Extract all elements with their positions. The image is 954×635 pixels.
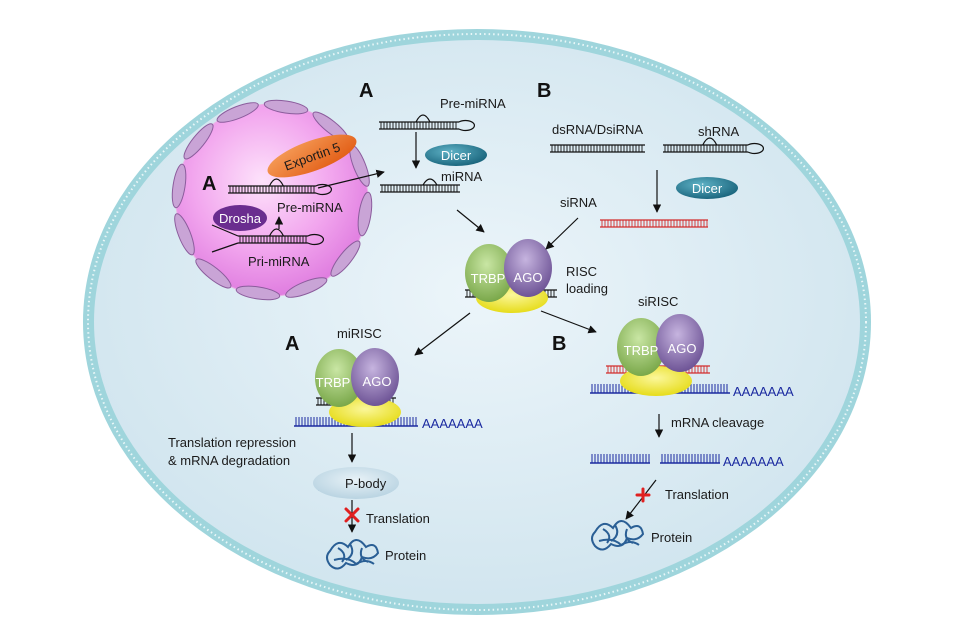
nuclear-pore-segment xyxy=(195,258,232,289)
sirisc-label: siRISC xyxy=(638,294,678,309)
cleaved-mrna-5prime xyxy=(590,454,650,464)
mirna-bulge xyxy=(422,178,438,186)
hairpin-bulge xyxy=(702,137,718,146)
cleaved-mrna-3prime xyxy=(660,454,720,464)
repression-label-line1: Translation repression xyxy=(168,435,296,450)
dsrna-duplex xyxy=(550,144,645,153)
arrow-to-sirisc xyxy=(540,310,597,334)
nuclear-pore-segment xyxy=(174,213,195,256)
sirisc-trbp-label: TRBP xyxy=(624,343,659,358)
pri-mirna-tail-lower xyxy=(211,242,239,253)
mrna-cleavage-label: mRNA cleavage xyxy=(671,415,764,430)
hairpin-loop xyxy=(458,119,476,132)
risc-loading-label-line2: loading xyxy=(566,281,608,296)
shrna-hairpin xyxy=(663,137,765,155)
protein-tangle-icon-a xyxy=(326,539,380,570)
dsrna-label: dsRNA/DsiRNA xyxy=(552,122,643,137)
nucleus-pri-mirna-label: Pri-miRNA xyxy=(248,254,310,269)
risc-trbp-label: TRBP xyxy=(471,271,506,286)
risc-loading-label-line1: RISC xyxy=(566,264,597,279)
panel-letter-a-lower: A xyxy=(285,333,299,355)
risc-loading-complex: TRBP AGO xyxy=(465,239,552,313)
mirisc-trbp-label: TRBP xyxy=(316,375,351,390)
p-body-label: P-body xyxy=(345,476,387,491)
translation-b-label: Translation xyxy=(665,487,729,502)
dicer-b-label: Dicer xyxy=(692,181,723,196)
nuclear-pore-segment xyxy=(235,285,281,301)
drosha-protein: Drosha xyxy=(213,205,267,231)
drosha-label: Drosha xyxy=(219,211,262,226)
p-body: P-body xyxy=(313,467,399,499)
arrow-mirna-to-risc xyxy=(456,209,485,233)
arrows xyxy=(274,132,664,533)
hairpin-loop xyxy=(307,233,325,246)
translation-block-icon-b xyxy=(635,487,651,503)
repression-label-line2: & mRNA degradation xyxy=(168,453,290,468)
pre-mirna-hairpin xyxy=(379,114,476,132)
sirisc-polya-tail: AAAAAAA xyxy=(733,384,794,399)
hairpin-bulge xyxy=(415,114,431,123)
nuclear-pore-segment xyxy=(183,123,214,160)
arrow-export xyxy=(317,169,385,189)
mirisc-complex: TRBP AGO xyxy=(315,348,401,427)
panel-letter-a-top: A xyxy=(359,80,373,102)
panel-letter-b-lower: B xyxy=(552,333,566,355)
sirna-duplex xyxy=(600,219,708,228)
risc-ago-label: AGO xyxy=(514,270,543,285)
protein-tangle-icon-b xyxy=(591,520,645,551)
nucleus-pre-mirna-label: Pre-miRNA xyxy=(277,200,343,215)
hairpin-bulge xyxy=(268,178,284,187)
arrow-sirna-to-risc xyxy=(545,217,579,250)
nuclear-pore-segment xyxy=(263,99,309,115)
mirisc-polya-tail: AAAAAAA xyxy=(422,416,483,431)
cleaved-polya-tail: AAAAAAA xyxy=(723,454,784,469)
nucleus-pre-mirna-hairpin xyxy=(228,178,333,196)
shrna-label: shRNA xyxy=(698,124,740,139)
nuclear-envelope xyxy=(171,99,373,301)
dicer-enzyme-b: Dicer xyxy=(676,177,738,199)
dicer-a-label: Dicer xyxy=(441,148,472,163)
mirisc-ago-label: AGO xyxy=(363,374,392,389)
panel-letter-b-top: B xyxy=(537,80,551,102)
pre-mirna-label: Pre-miRNA xyxy=(440,96,506,111)
cell-membrane-dots xyxy=(87,33,867,611)
arrow-translation-b xyxy=(625,479,657,520)
arrow-to-mirisc xyxy=(414,312,471,356)
mirna-label: miRNA xyxy=(441,169,482,184)
sirna-label: siRNA xyxy=(560,195,597,210)
nuclear-pore-segment xyxy=(171,163,187,209)
mirna-duplex xyxy=(380,178,460,193)
nuclear-pore-segment xyxy=(216,102,259,123)
nuclear-pore-segment xyxy=(357,191,373,237)
protein-b-label: Protein xyxy=(651,530,692,545)
dicer-enzyme-a: Dicer xyxy=(425,144,487,166)
pri-mirna-hairpin xyxy=(211,224,325,253)
nuclear-pore-segment xyxy=(285,277,328,298)
pri-mirna-tail-upper xyxy=(211,224,239,237)
nuclear-pore-segment xyxy=(330,240,361,277)
translation-block-icon-a xyxy=(344,507,360,523)
hairpin-bulge xyxy=(268,228,285,237)
panel-letter-a-nucleus: A xyxy=(202,173,216,195)
mirisc-label: miRISC xyxy=(337,326,382,341)
translation-a-label: Translation xyxy=(366,511,430,526)
hairpin-loop xyxy=(315,183,333,196)
sirisc-complex: TRBP AGO xyxy=(617,314,704,396)
protein-a-label: Protein xyxy=(385,548,426,563)
hairpin-loop xyxy=(747,142,765,155)
sirisc-ago-label: AGO xyxy=(668,341,697,356)
